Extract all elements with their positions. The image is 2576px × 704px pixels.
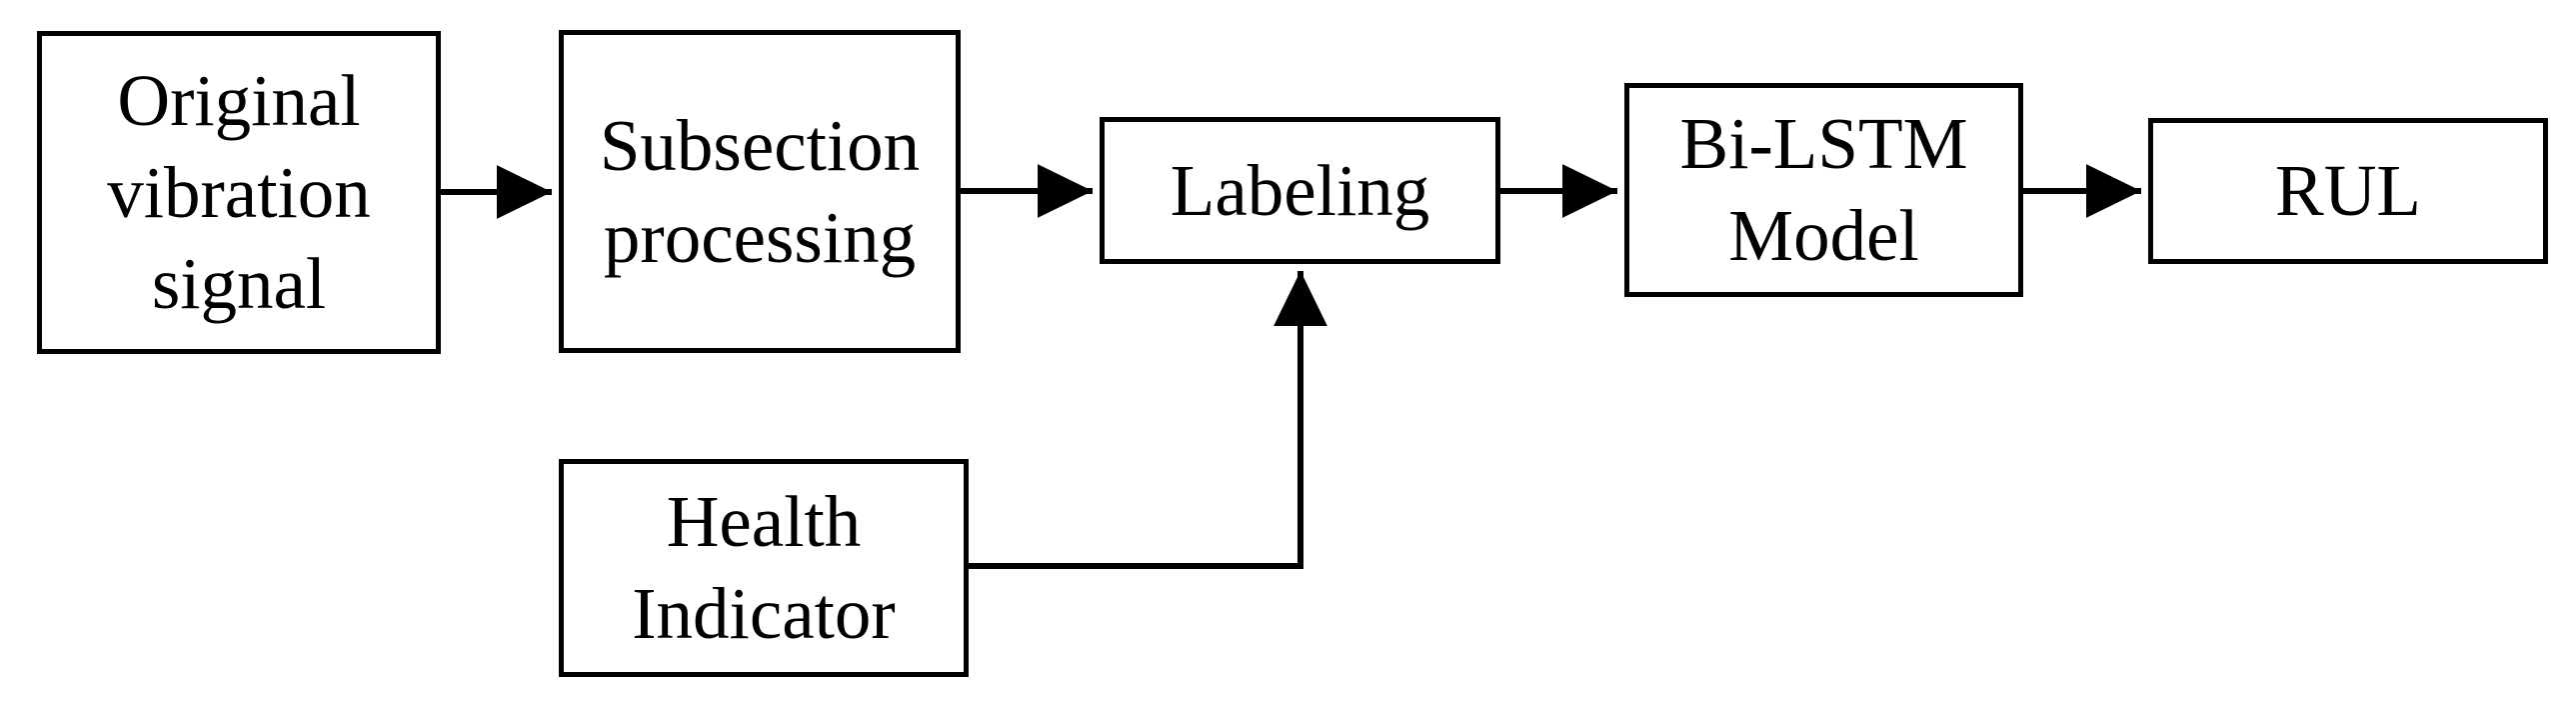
node-labeling[interactable]: Labeling [1100, 117, 1500, 264]
node-subsection-processing[interactable]: Subsection processing [559, 30, 961, 353]
node-label-health-indicator: Health Indicator [632, 481, 896, 654]
node-health-indicator[interactable]: Health Indicator [559, 459, 969, 677]
node-label-original-vibration-signal: Original vibration signal [107, 59, 371, 325]
node-label-rul: RUL [2275, 150, 2421, 232]
node-label-bi-lstm-model: Bi-LSTM Model [1679, 103, 1968, 276]
arrow-health-indicator-to-labeling [969, 270, 1327, 569]
node-original-vibration-signal[interactable]: Original vibration signal [37, 31, 441, 354]
node-label-labeling: Labeling [1170, 149, 1430, 231]
node-bi-lstm-model[interactable]: Bi-LSTM Model [1624, 83, 2023, 297]
node-rul[interactable]: RUL [2148, 118, 2548, 264]
node-label-subsection-processing: Subsection processing [599, 104, 921, 278]
